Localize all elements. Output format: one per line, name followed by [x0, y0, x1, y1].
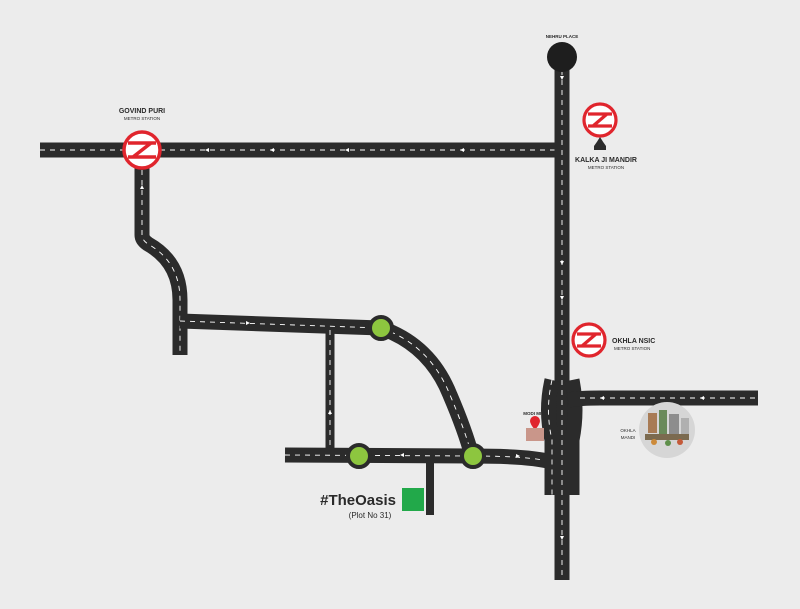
roundabout-icon: [368, 315, 394, 341]
the-oasis-plot: #TheOasis (Plot No 31): [320, 488, 424, 520]
road-right-horizontal: [566, 390, 758, 408]
arrow-icon: [516, 454, 520, 458]
arrow-icon: [205, 148, 209, 152]
modi-mill-building: [526, 428, 544, 441]
nehru-place-marker: NEHRU PLACE: [546, 34, 579, 72]
roundabouts: [346, 315, 486, 469]
okhla-nsic-sublabel: METRO STATION: [614, 346, 650, 351]
govind-puri-sublabel: METRO STATION: [124, 116, 160, 121]
okhla-mandi-label-1: OKHLA: [620, 428, 635, 433]
road-lower-horizontal: [284, 447, 554, 470]
arrow-icon: [328, 410, 332, 414]
oasis-title: #TheOasis: [320, 492, 396, 509]
nehru-place-circle-icon: [547, 42, 577, 72]
arrow-icon: [345, 148, 349, 152]
arrow-icon: [560, 296, 564, 300]
arrow-icon: [400, 453, 404, 457]
arrow-icon: [560, 536, 564, 540]
govind-puri-label: GOVIND PURI: [119, 108, 165, 115]
arrow-icon: [246, 321, 250, 325]
metro-station-icon: [571, 322, 607, 358]
market-illustration-icon: [639, 402, 695, 458]
temple-icon: [594, 137, 606, 150]
arrow-icon: [270, 148, 274, 152]
kalkaji-label: KALKA JI MANDIR: [575, 157, 637, 164]
arrow-icon: [460, 148, 464, 152]
okhla-nsic-label: OKHLA NSIC: [612, 338, 655, 345]
kalkaji-station: KALKA JI MANDIR METRO STATION: [575, 102, 637, 170]
nehru-place-label: NEHRU PLACE: [546, 34, 579, 39]
roads: [40, 60, 758, 580]
road-okhla-loop: [541, 378, 583, 495]
road-govind-puri-curve: [134, 150, 188, 355]
roundabout-icon: [460, 443, 486, 469]
road-middle-horizontal: [179, 313, 382, 336]
road-oasis-stub: [426, 460, 434, 515]
arrow-icon: [560, 76, 564, 80]
arrow-icon: [600, 396, 604, 400]
arrow-icon: [560, 261, 564, 265]
govind-puri-station: GOVIND PURI METRO STATION: [119, 108, 165, 170]
oasis-plot-marker: [402, 488, 424, 511]
modi-mill-landmark: MODI MILL: [523, 411, 547, 441]
okhla-mandi-label-2: MANDI: [621, 435, 636, 440]
road-diagonal-curve: [378, 320, 480, 458]
metro-station-icon: [582, 102, 618, 138]
roundabout-icon: [346, 443, 372, 469]
oasis-plot-number: (Plot No 31): [349, 511, 392, 520]
arrow-icon: [700, 396, 704, 400]
okhla-nsic-station: OKHLA NSIC METRO STATION: [571, 322, 655, 358]
arrow-icon: [140, 185, 144, 189]
metro-station-icon: [122, 130, 162, 170]
kalkaji-sublabel: METRO STATION: [588, 165, 624, 170]
okhla-mandi-landmark: OKHLA MANDI: [620, 402, 695, 458]
location-pin-icon: [530, 416, 540, 430]
direction-arrows: [140, 76, 704, 540]
modi-mill-label: MODI MILL: [523, 411, 547, 416]
